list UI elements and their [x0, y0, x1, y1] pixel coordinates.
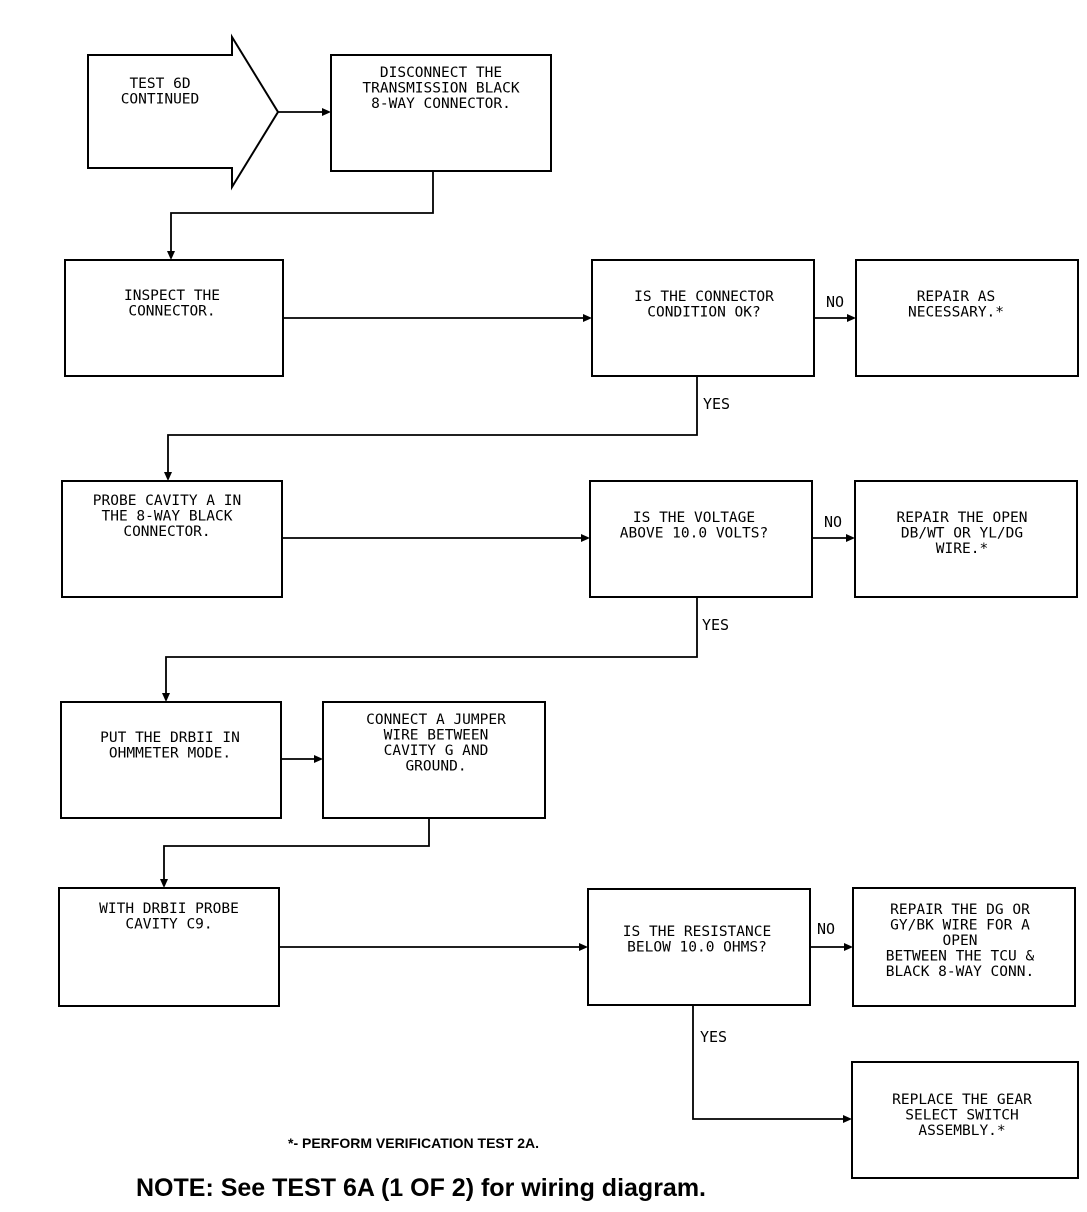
- text-line: CONNECT A JUMPER: [366, 712, 506, 728]
- yes-label-connector: YES: [703, 395, 730, 413]
- connector-voltage-yes: [165, 597, 698, 694]
- text-line: 8-WAY CONNECTOR.: [371, 96, 511, 112]
- text-line: PROBE CAVITY A IN: [93, 493, 241, 509]
- text-line: CONTINUED: [121, 92, 200, 108]
- wiring-note: NOTE: See TEST 6A (1 OF 2) for wiring di…: [136, 1174, 706, 1202]
- text-line: GROUND.: [405, 759, 466, 775]
- text-line: BETWEEN THE TCU &: [886, 949, 1035, 965]
- text-line: BELOW 10.0 OHMS?: [627, 940, 767, 956]
- text-line: BLACK 8-WAY CONN.: [886, 964, 1034, 980]
- text-line: CAVITY C9.: [125, 917, 212, 933]
- no-label-connector: NO: [826, 293, 844, 311]
- text-line: DB/WT OR YL/DG: [901, 526, 1023, 542]
- text-line: REPLACE THE GEAR: [892, 1092, 1032, 1108]
- text-line: CONNECTOR.: [123, 524, 210, 540]
- text-line: GY/BK WIRE FOR A: [890, 918, 1030, 934]
- text-line: INSPECT THE: [124, 288, 220, 304]
- text-line: ASSEMBLY.*: [918, 1123, 1005, 1139]
- connector-disconnect-inspect: [170, 171, 434, 252]
- no-label-resistance: NO: [817, 920, 835, 938]
- no-label-voltage: NO: [824, 513, 842, 531]
- text-line: WIRE.*: [936, 541, 988, 557]
- text-line: IS THE CONNECTOR: [634, 289, 774, 305]
- connector-resistance-yes: [692, 1005, 844, 1120]
- connector-connector-yes: [167, 376, 698, 473]
- footnote: *- PERFORM VERIFICATION TEST 2A.: [288, 1135, 539, 1151]
- text-line: WIRE BETWEEN: [384, 728, 489, 744]
- text-line: OHMMETER MODE.: [109, 746, 231, 762]
- text-line: TEST 6D: [129, 76, 190, 92]
- yes-label-voltage: YES: [702, 616, 729, 634]
- text-line: DISCONNECT THE: [380, 65, 502, 81]
- text-line: WITH DRBII PROBE: [99, 901, 239, 917]
- yes-label-resistance: YES: [700, 1028, 727, 1046]
- text-line: IS THE RESISTANCE: [623, 924, 771, 940]
- text-line: PUT THE DRBII IN: [100, 730, 240, 746]
- text-line: IS THE VOLTAGE: [633, 510, 755, 526]
- text-line: REPAIR AS: [917, 289, 996, 305]
- text-line: TRANSMISSION BLACK: [362, 81, 519, 97]
- connector-jumper-probe-c9: [163, 818, 430, 880]
- text-line: CONNECTOR.: [128, 304, 215, 320]
- text-line: THE 8-WAY BLACK: [102, 509, 233, 525]
- text-line: REPAIR THE OPEN: [897, 510, 1028, 526]
- text-line: SELECT SWITCH: [905, 1108, 1019, 1124]
- text-line: NECESSARY.*: [908, 305, 1004, 321]
- text-line: REPAIR THE DG OR: [890, 902, 1030, 918]
- text-line: OPEN: [943, 933, 978, 949]
- connectors: [160, 108, 856, 1123]
- text-line: CAVITY G AND: [384, 743, 489, 759]
- text-line: CONDITION OK?: [647, 305, 761, 321]
- text-line: ABOVE 10.0 VOLTS?: [620, 526, 768, 542]
